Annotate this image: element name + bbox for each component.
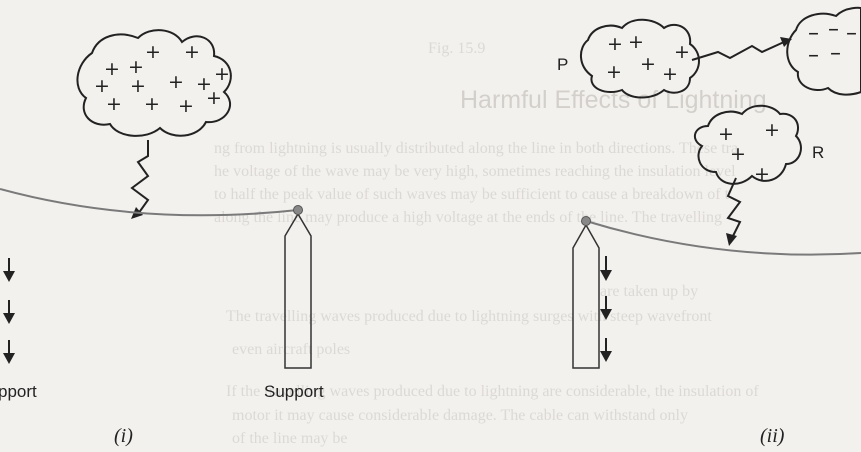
charge-plus: + [606,61,622,83]
diagram-ii: P + + + + + + – – – – – R + + + + [557,6,861,447]
charge-plus: + [184,41,200,63]
cloud-i [76,29,232,137]
charge-minus: – [830,41,841,66]
charge-plus: + [196,73,212,95]
cloud-q [786,6,861,96]
cloud-q-charges: – – – – – [808,17,857,68]
diagram-i: + + + + + + + + + + + + + [0,29,324,447]
charge-plus: + [206,87,222,109]
cloud-p [580,18,700,99]
cloud-r [693,104,802,185]
down-arrows-ii [600,256,612,362]
charge-plus: + [130,75,146,97]
charge-plus: + [674,41,690,63]
charge-plus: + [730,143,746,165]
down-arrow-icon [3,258,15,282]
down-arrow-icon [3,340,15,364]
charge-minus: – [846,21,857,46]
support-label-right: Support [264,382,324,401]
lightning-stroke-i [130,140,150,215]
charge-plus: + [628,31,644,53]
transmission-line-i [0,188,299,217]
charge-plus: + [94,75,110,97]
lightning-arrowhead-r [726,233,737,246]
caption-i: (i) [114,425,133,447]
down-arrows-i [3,258,15,364]
lightning-stroke-r [726,177,742,239]
charge-plus: + [128,56,144,78]
charge-plus: + [168,71,184,93]
support-pole-ii [572,223,600,369]
charge-plus: + [607,33,623,55]
down-arrow-icon [600,338,612,362]
charge-plus: + [754,163,770,185]
cloud-p-charges: + + + + + + [606,31,690,85]
charge-plus: + [144,93,160,115]
charge-plus: + [104,58,120,80]
charge-plus: + [178,95,194,117]
down-arrow-icon [600,256,612,281]
insulator-ii [581,216,591,226]
insulator-i [293,205,303,215]
support-pole-i [284,212,312,369]
charge-minus: – [808,43,819,68]
cloud-p-label: P [557,55,568,74]
transmission-line-ii [585,220,861,256]
support-label-left: pport [0,382,37,401]
charge-plus: + [145,41,161,63]
charge-minus: – [828,17,839,42]
lightning-stroke-pq [691,41,785,61]
charge-plus: + [718,123,734,145]
charge-plus: + [662,63,678,85]
charge-plus: + [640,53,656,75]
cloud-r-label: R [812,143,824,162]
charge-minus: – [808,21,819,46]
down-arrow-icon [3,300,15,324]
charge-plus: + [764,119,780,141]
caption-ii: (ii) [760,425,785,447]
cloud-r-charges: + + + + [718,119,780,185]
cloud-i-charges: + + + + + + + + + + + + + [94,41,230,117]
charge-plus: + [214,63,230,85]
down-arrow-icon [600,296,612,320]
charge-plus: + [106,93,122,115]
